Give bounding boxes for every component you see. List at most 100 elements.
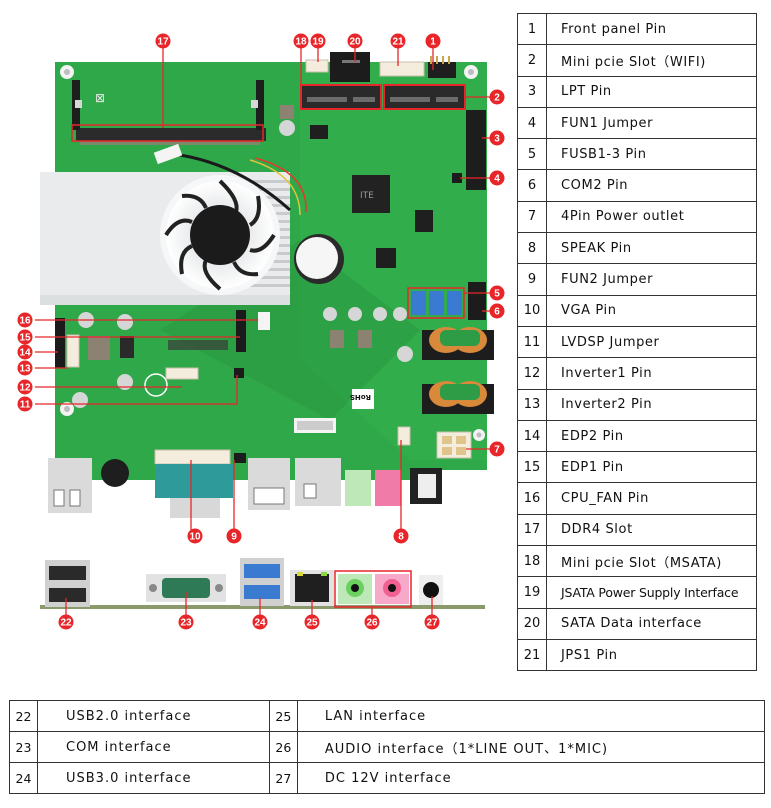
callout-badge-6: 6 [489,303,505,319]
svg-text:19: 19 [312,37,324,48]
svg-text:ITE: ITE [360,191,374,201]
callout-number: 16 [517,482,547,515]
dc-jack-top-view [418,474,436,498]
callout-number: 18 [517,545,547,578]
callout-badge-3: 3 [489,130,505,146]
svg-text:12: 12 [19,383,31,394]
callout-number: 1 [517,12,547,46]
svg-text:24: 24 [254,618,266,629]
power-choke [422,327,494,360]
motherboard-diagram: ⊠ ITE [17,33,505,630]
table-row: 22 USB2.0 interface 25 LAN interface [9,700,766,732]
callout-badge-15: 15 [17,329,33,345]
callout-number: 26 [268,731,298,763]
vga-header [154,449,231,465]
svg-text:⊠: ⊠ [95,91,105,105]
callout-label: Mini pcie Slot（MSATA) [546,545,757,578]
fusb-headers [407,287,465,319]
callout-badge-20: 20 [347,33,363,49]
sata-data-connector [330,52,370,82]
usb3-port-rear [240,558,284,606]
motherboard-illustration: ⊠ ITE [17,33,505,630]
inductor [120,336,134,358]
callout-label: SATA Data interface [546,607,757,640]
callout-badge-22: 22 [58,614,74,630]
table-row: 23 COM interface 26 AUDIO interface（1*LI… [9,731,766,763]
fan-cable [254,157,307,213]
buzzer [101,459,129,487]
callout-badge-17: 17 [155,33,171,49]
svg-text:23: 23 [180,618,192,629]
com-port-rear [146,574,226,602]
callout-number: 7 [517,200,547,234]
lvds-header [168,340,228,350]
mounting-hole [60,402,74,416]
ic-chip [310,125,328,139]
mounting-hole [473,429,485,441]
fan-connector [153,143,183,165]
callout-label: LVDSP Jumper [546,325,757,359]
capacitor [279,120,295,136]
callout-number: 25 [268,700,298,732]
svg-text:1: 1 [430,37,436,48]
svg-text:9: 9 [231,532,237,543]
callout-badge-10: 10 [187,528,203,544]
callout-badge-2: 2 [489,89,505,105]
mini-pcie-msata-slot [300,84,382,110]
callout-number: 11 [517,325,547,359]
callout-number: 2 [517,44,547,77]
callout-badge-1: 1 [425,33,441,49]
fan-cable [179,153,292,212]
svg-text:3: 3 [494,134,500,145]
barcode-label [294,418,336,433]
capacitor [117,314,133,330]
callout-badge-26: 26 [364,614,380,630]
rohs-label: RoHS [350,389,374,409]
fun2-jumper [234,453,246,463]
svg-text:18: 18 [295,37,307,48]
svg-text:27: 27 [426,618,438,629]
mounting-hole [464,65,478,79]
callout-label: JPS1 Pin [546,638,757,672]
callout-label: DC 12V interface [296,762,766,794]
callout-label: SPEAK Pin [546,232,757,265]
svg-text:10: 10 [189,532,201,543]
dc-jack-rear [419,575,443,605]
inductor [280,105,294,119]
callout-badge-27: 27 [424,614,440,630]
callout-number: 6 [517,169,547,202]
callout-label: USB2.0 interface [37,700,270,732]
callout-label: CPU_FAN Pin [546,482,757,515]
svg-text:8: 8 [398,532,404,543]
callout-number: 9 [517,263,547,296]
callout-label: Front panel Pin [546,12,757,46]
audio-lineout-top-view [345,470,371,506]
callout-number: 5 [517,138,547,171]
callout-number: 23 [9,731,38,763]
svg-text:RoHS: RoHS [350,393,371,401]
svg-text:5: 5 [494,289,500,300]
callout-number: 17 [517,513,547,547]
lvdsp-jumper [234,368,244,378]
usb3-top-view [248,458,290,510]
callout-label: EDP1 Pin [546,451,757,484]
logo-mark [144,373,168,397]
svg-text:11: 11 [20,400,31,411]
svg-text:17: 17 [157,37,169,48]
svg-text:2: 2 [494,93,500,104]
cmos-battery [294,234,344,284]
callout-badge-18: 18 [293,33,309,49]
jps1-connector [379,61,425,77]
